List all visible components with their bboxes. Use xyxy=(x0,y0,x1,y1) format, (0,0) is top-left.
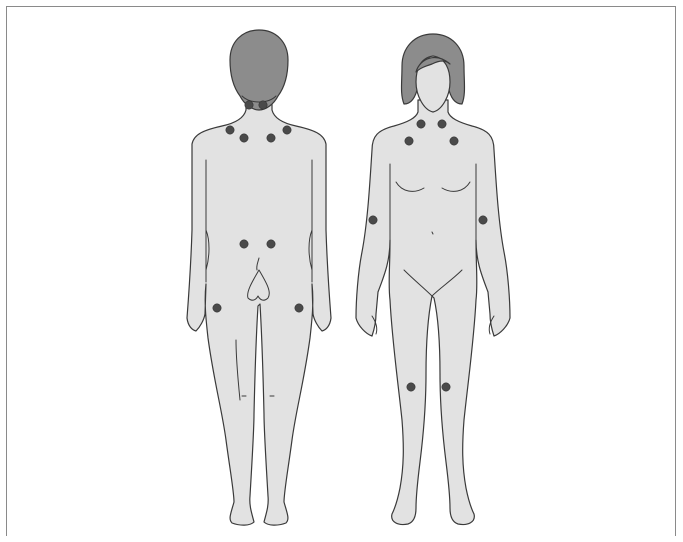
tender-point-occiput-left xyxy=(245,101,253,109)
tender-point-low-cervical-left xyxy=(417,120,425,128)
tender-point-knee-right xyxy=(442,383,450,391)
tender-point-greater-trochanter-right xyxy=(295,304,303,312)
tender-point-supraspinatus-left xyxy=(240,134,248,142)
front-view-figure xyxy=(356,34,510,525)
tender-point-lateral-epicondyle-right xyxy=(479,216,487,224)
tender-point-occiput-right xyxy=(259,101,267,109)
tender-point-trapezius-right xyxy=(283,126,291,134)
back-view-body xyxy=(187,94,331,525)
tender-point-trapezius-left xyxy=(226,126,234,134)
tender-point-low-cervical-right xyxy=(438,120,446,128)
tender-point-greater-trochanter-left xyxy=(213,304,221,312)
tender-point-gluteal-left xyxy=(240,240,248,248)
back-view-hair xyxy=(230,30,288,110)
tender-point-knee-left xyxy=(407,383,415,391)
tender-point-lateral-epicondyle-left xyxy=(369,216,377,224)
front-view-body xyxy=(356,100,510,525)
tender-point-gluteal-right xyxy=(267,240,275,248)
tender-point-supraspinatus-right xyxy=(267,134,275,142)
tender-point-second-rib-left xyxy=(405,137,413,145)
tender-point-second-rib-right xyxy=(450,137,458,145)
